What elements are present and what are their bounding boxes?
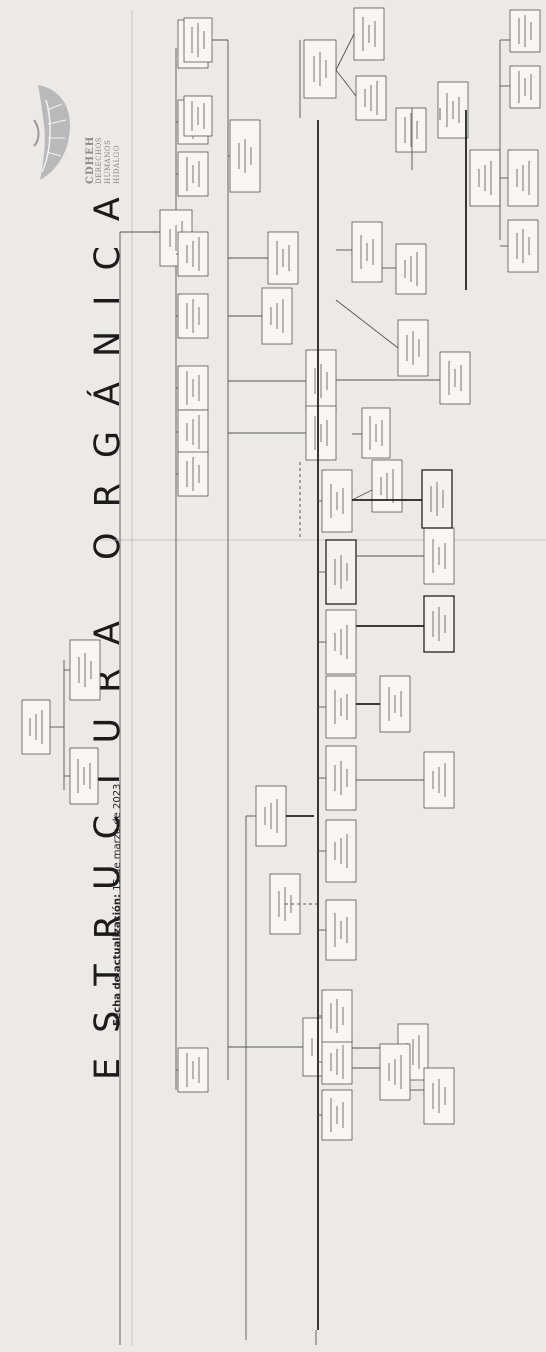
leaf-logo-icon <box>33 85 70 180</box>
connector-line <box>351 489 373 501</box>
cdheh-logo: CDHEH DERECHOS HUMANOS HIDALGO <box>30 80 121 194</box>
connector-line <box>335 33 355 71</box>
connector-line <box>335 69 357 97</box>
connector-line <box>335 299 399 349</box>
